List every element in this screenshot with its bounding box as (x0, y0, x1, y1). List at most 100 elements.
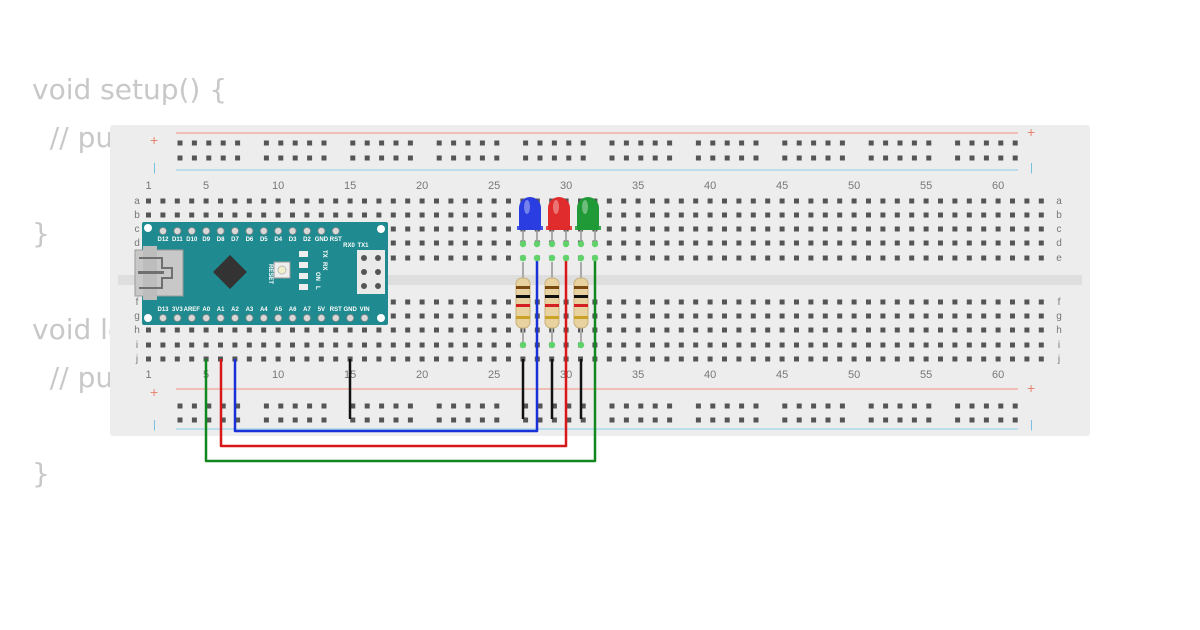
status-led-label-l: L (314, 286, 320, 290)
hole (750, 313, 756, 319)
connection-marker (519, 240, 527, 248)
rail-hole (191, 140, 197, 146)
hole (347, 327, 353, 333)
rail-hole (436, 155, 442, 161)
red-wire[interactable] (219, 258, 568, 448)
hole (304, 342, 310, 348)
hole (808, 226, 814, 232)
hole (1038, 255, 1044, 261)
rail-hole (191, 403, 197, 409)
hole (678, 255, 684, 261)
hole (246, 212, 252, 218)
hole (405, 255, 411, 261)
hole (750, 342, 756, 348)
hole (650, 327, 655, 333)
hole (448, 198, 454, 204)
hole (880, 327, 886, 333)
pin-label: AREF (184, 307, 201, 313)
pin-label: D8 (217, 237, 225, 243)
hole (678, 226, 684, 232)
hole (779, 327, 785, 333)
hole (362, 212, 367, 218)
hole (707, 342, 713, 348)
hole (693, 299, 699, 305)
hole (995, 299, 1001, 305)
rail-hole (839, 140, 845, 146)
blue-wire[interactable] (233, 258, 539, 433)
resistor[interactable] (515, 262, 531, 345)
rail-hole (782, 417, 788, 423)
rail-hole (667, 155, 673, 161)
green-wire[interactable] (204, 258, 597, 463)
hole (275, 327, 281, 333)
rail-hole (1012, 417, 1018, 423)
rail-hole (465, 140, 471, 146)
hole (952, 198, 958, 204)
rail-hole (451, 155, 457, 161)
hole (995, 313, 1001, 319)
column-label: 10 (272, 369, 284, 381)
pin-label: D13 (157, 307, 169, 313)
rail-hole (1012, 155, 1018, 161)
rail-hole (364, 140, 370, 146)
hole (160, 212, 166, 218)
hole (981, 226, 987, 232)
hole (952, 240, 958, 246)
hole (405, 240, 411, 246)
hole (880, 313, 886, 319)
hole (1010, 240, 1015, 246)
rail-hole (465, 155, 471, 161)
column-label: 60 (992, 369, 1004, 381)
hole (506, 255, 511, 261)
hole (650, 226, 655, 232)
rail-hole (537, 417, 543, 423)
rail-hole (551, 417, 557, 423)
led[interactable] (546, 197, 572, 244)
column-label: 1 (145, 180, 151, 192)
hole (174, 198, 180, 204)
hole (174, 356, 180, 362)
hole (405, 327, 411, 333)
rail-hole (278, 403, 284, 409)
hole (376, 212, 382, 218)
pin-label: D10 (186, 237, 198, 243)
code-line: } (32, 217, 50, 250)
rail-hole (926, 155, 932, 161)
reset-button-cap (277, 265, 287, 275)
header-pin (202, 314, 211, 322)
hole (722, 299, 727, 305)
rail-hole (235, 403, 241, 409)
hole (880, 356, 886, 362)
rail-hole (883, 140, 889, 146)
hole (419, 342, 425, 348)
rail-hole (307, 417, 313, 423)
hole (477, 255, 483, 261)
resistor[interactable] (544, 262, 560, 345)
row-label: f (1058, 297, 1061, 308)
hole (606, 299, 612, 305)
hole (650, 356, 655, 362)
hole (966, 255, 972, 261)
rail-hole (1012, 403, 1018, 409)
hole (1038, 198, 1044, 204)
header-pin (216, 227, 225, 235)
rail-hole (551, 403, 557, 409)
hole (678, 342, 684, 348)
pin-label: A2 (231, 307, 239, 313)
rail-hole (796, 155, 802, 161)
hole (491, 255, 497, 261)
rail-hole (177, 403, 183, 409)
hole (894, 313, 900, 319)
hole (491, 198, 497, 204)
hole (232, 327, 238, 333)
hole (822, 255, 828, 261)
pin-label: D7 (231, 237, 239, 243)
row-label: i (1058, 340, 1060, 351)
header-pin (245, 314, 254, 322)
hole (851, 299, 857, 305)
pin-label: D11 (172, 237, 183, 243)
hole (822, 240, 828, 246)
rail-hole (811, 155, 817, 161)
resistor[interactable] (573, 262, 589, 345)
